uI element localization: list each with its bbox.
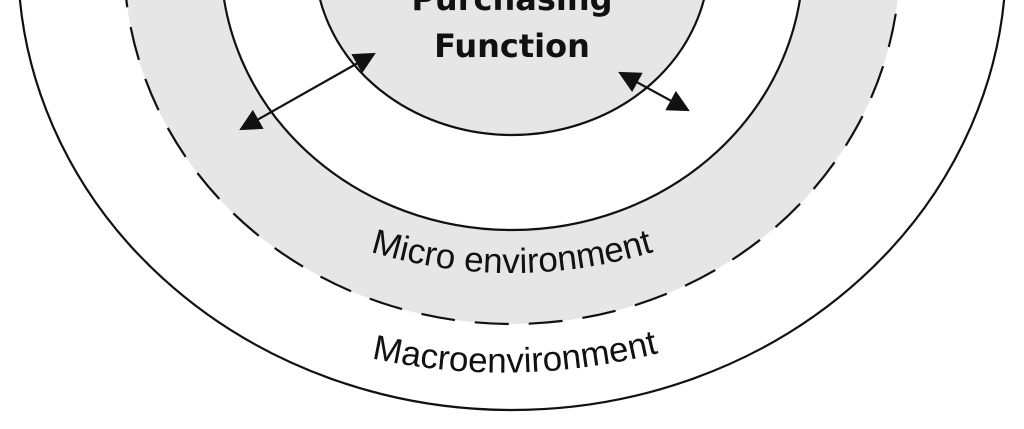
purchasing-function-core xyxy=(319,0,705,137)
center-label-line2: Function xyxy=(434,27,590,65)
left-interaction-arrow xyxy=(239,52,376,131)
center-label-line1: Purchasing xyxy=(411,0,612,18)
right-interaction-arrow xyxy=(618,71,690,112)
